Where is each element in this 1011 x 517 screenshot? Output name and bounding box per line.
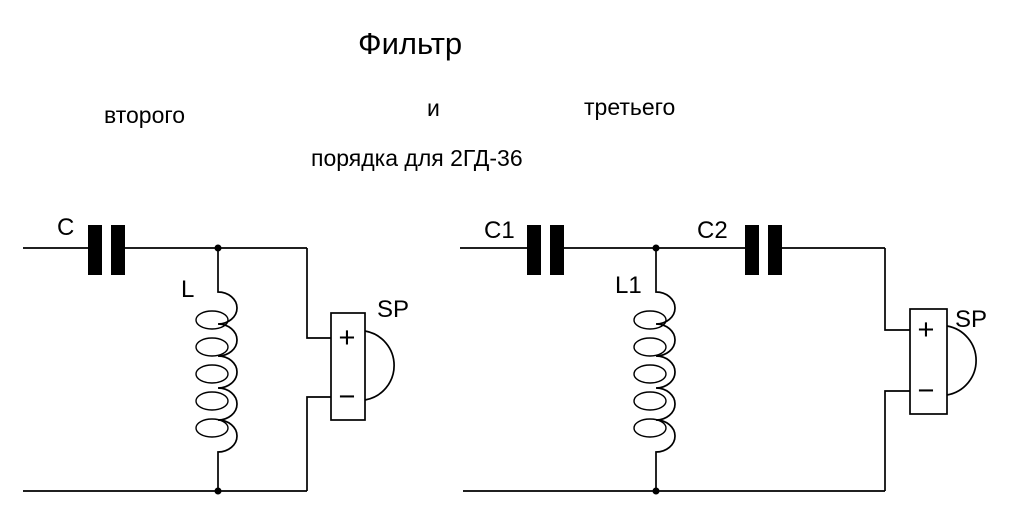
diagram-title: Фильтр — [358, 26, 463, 61]
title-line-order-model: порядка для 2ГД-36 — [311, 145, 523, 171]
speaker-plus-terminal: + — [918, 314, 935, 346]
wire-from-speaker-minus — [306, 396, 331, 491]
capacitor-c-plate-right — [111, 225, 125, 275]
third-order-filter-circuit: + − C1 L1 C2 SP — [460, 217, 987, 495]
speaker-sp-label: SP — [955, 306, 987, 333]
speaker-body — [330, 312, 366, 421]
coil-loop — [633, 391, 667, 411]
title-word-second: второго — [104, 102, 186, 128]
speaker-body — [909, 308, 948, 415]
capacitor-c2-label: C2 — [697, 217, 728, 244]
speaker-cone-dome — [946, 325, 977, 396]
coil-loop — [633, 337, 667, 357]
junction-dot-bottom — [652, 487, 660, 495]
speaker-cone-dome — [364, 330, 395, 401]
title-word-and: и — [427, 95, 440, 121]
capacitor-c-label: C — [57, 214, 74, 241]
second-order-filter-circuit: + − C L SP — [23, 214, 409, 495]
coil-loop — [633, 418, 667, 438]
wire-from-speaker-minus — [884, 390, 910, 491]
capacitor-c2-plate-right — [768, 225, 782, 275]
coil-loop — [633, 310, 667, 330]
inductor-l-loops — [195, 310, 229, 438]
inductor-l1-loops — [633, 310, 667, 438]
wire-to-speaker-plus — [306, 248, 331, 339]
inductor-l-label: L — [181, 276, 194, 303]
junction-dot-bottom — [214, 487, 222, 495]
speaker-plus-terminal: + — [339, 322, 356, 354]
inductor-l-coil — [217, 248, 238, 491]
capacitor-c1-label: C1 — [484, 217, 515, 244]
coil-loop — [195, 391, 229, 411]
capacitor-c-plate-left — [88, 225, 102, 275]
capacitor-c1-plate-right — [550, 225, 564, 275]
inductor-l1-label: L1 — [615, 272, 642, 299]
wire-to-speaker-plus — [884, 248, 910, 331]
title-word-third: третьего — [584, 94, 676, 120]
coil-loop — [195, 310, 229, 330]
coil-loop — [195, 364, 229, 384]
inductor-l1-coil — [655, 248, 676, 491]
speaker-sp-label: SP — [377, 296, 409, 323]
coil-loop — [195, 418, 229, 438]
speaker-minus-terminal: − — [339, 381, 356, 413]
coil-loop — [195, 337, 229, 357]
capacitor-c2-plate-left — [745, 225, 759, 275]
capacitor-c1-plate-left — [527, 225, 541, 275]
speaker-minus-terminal: − — [918, 375, 935, 407]
coil-loop — [633, 364, 667, 384]
